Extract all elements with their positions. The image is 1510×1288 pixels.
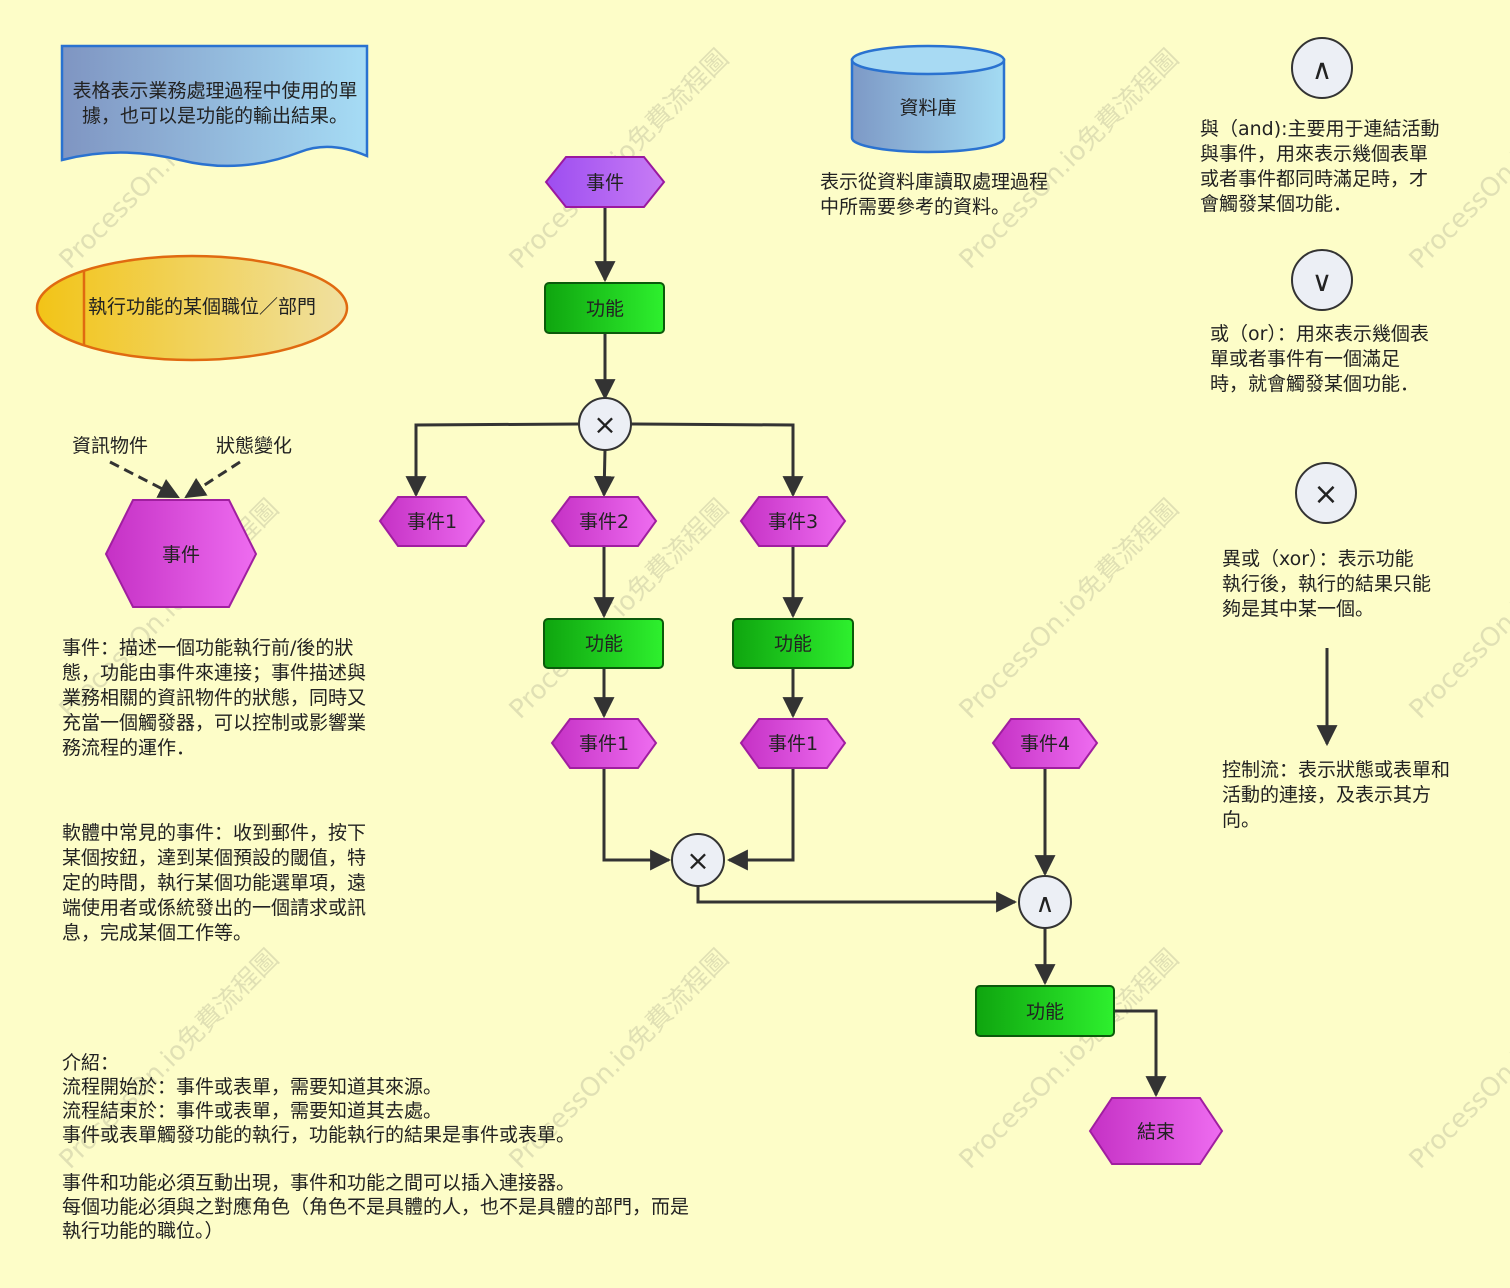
state-change-dashed-arrow — [184, 460, 241, 499]
flow-connections — [405, 208, 1167, 1098]
function-1-label: 功能 — [586, 298, 624, 320]
xor-split-symbol: × — [593, 408, 616, 441]
info-object-dashed-arrow — [109, 460, 180, 499]
event-1-label: 事件1 — [407, 511, 457, 533]
event-3-result-label: 事件1 — [768, 733, 818, 755]
xor-symbol: × — [1313, 477, 1338, 512]
event-4-label: 事件4 — [1020, 733, 1070, 755]
intro-line: 事件或表單觸發功能的執行，功能執行的結果是事件或表單。 — [62, 1124, 576, 1146]
intro-block: 介紹： 流程開始於：事件或表單，需要知道其來源。 流程結束於：事件或表單，需要知… — [62, 1051, 742, 1243]
intro-line: 事件和功能必須互動出現，事件和功能之間可以插入連接器。 — [62, 1172, 576, 1194]
xor-description: 異或（xor）：表示功能執行後，執行的結果只能夠是其中某一個。 — [1222, 548, 1432, 620]
database-description: 表示從資料庫讀取處理過程中所需要參考的資料。 — [820, 171, 1049, 218]
legend-and-connector[interactable]: ∧ — [1291, 37, 1353, 99]
intro-line: 每個功能必須與之對應角色（角色不是具體的人，也不是具體的部門，而是 — [62, 1196, 690, 1218]
xor-join-connector[interactable]: × — [671, 833, 725, 887]
info-object-label: 資訊物件 — [72, 435, 149, 457]
database-label: 資料庫 — [899, 97, 956, 119]
or-description: 或（or）：用來表示幾個表單或者事件有一個滿足時，就會觸發某個功能． — [1210, 323, 1429, 395]
intro-line — [62, 1147, 742, 1171]
and-description: 與（and):主要用于連結活動與事件，用來表示幾個表單或者事件都同時滿足時，才會… — [1200, 118, 1440, 215]
software-events-description: 軟體中常見的事件：收到郵件，按下某個按鈕，達到某個預設的閾值，特定的時間，執行某… — [62, 822, 367, 944]
xor-join-symbol: × — [686, 844, 709, 877]
legend-event-shape[interactable]: 事件 — [104, 499, 258, 608]
and-join-symbol: ∧ — [1035, 889, 1054, 919]
function-4[interactable]: 功能 — [975, 985, 1115, 1037]
start-event[interactable]: 事件 — [544, 156, 666, 208]
event-3[interactable]: 事件3 — [739, 496, 847, 547]
and-symbol: ∧ — [1312, 53, 1333, 86]
watermark-text: ProcessOn.io免費流程圖 — [1404, 944, 1510, 1175]
event-3-label: 事件3 — [768, 511, 818, 533]
event-2-result[interactable]: 事件1 — [550, 718, 658, 769]
function-3-label: 功能 — [774, 633, 812, 655]
intro-line: 流程開始於：事件或表單，需要知道其來源。 — [62, 1076, 443, 1098]
event-3-result[interactable]: 事件1 — [739, 718, 847, 769]
legend-event-label: 事件 — [162, 544, 200, 566]
event-description: 事件：描述一個功能執行前/後的狀態，功能由事件來連接；事件描述與業務相關的資訊物… — [62, 637, 367, 759]
intro-line: 介紹： — [62, 1052, 120, 1074]
watermark-text: ProcessOn.io免費流程圖 — [954, 494, 1185, 725]
document-desc: 表格表示業務處理過程中使用的單據，也可以是功能的輸出結果。 — [72, 80, 358, 127]
function-1[interactable]: 功能 — [544, 282, 665, 334]
intro-line: 執行功能的職位。） — [62, 1220, 224, 1242]
function-2-label: 功能 — [585, 633, 623, 655]
event-2-label: 事件2 — [579, 511, 629, 533]
and-join-connector[interactable]: ∧ — [1018, 875, 1072, 929]
intro-line: 流程結束於：事件或表單，需要知道其去處。 — [62, 1100, 443, 1122]
end-event-label: 結束 — [1137, 1121, 1175, 1143]
function-4-label: 功能 — [1026, 1001, 1064, 1023]
legend-or-connector[interactable]: ∨ — [1291, 249, 1353, 311]
event-1[interactable]: 事件1 — [378, 496, 486, 547]
xor-split-connector[interactable]: × — [578, 397, 632, 451]
legend-xor-connector[interactable]: × — [1295, 462, 1357, 524]
event-4[interactable]: 事件4 — [991, 718, 1099, 769]
event-2[interactable]: 事件2 — [550, 496, 658, 547]
function-2[interactable]: 功能 — [543, 618, 664, 669]
role-shape[interactable] — [35, 254, 349, 362]
or-symbol: ∨ — [1312, 265, 1333, 298]
start-event-label: 事件 — [586, 172, 624, 194]
state-change-label: 狀態變化 — [216, 435, 293, 457]
role-label: 執行功能的某個職位／部門 — [88, 296, 317, 318]
function-3[interactable]: 功能 — [732, 618, 854, 669]
end-event[interactable]: 結束 — [1088, 1097, 1224, 1165]
control-flow-description: 控制流：表示狀態或表單和活動的連接，及表示其方向。 — [1222, 759, 1451, 831]
document-shape[interactable] — [60, 44, 369, 168]
database-shape[interactable]: 資料庫 — [850, 44, 1006, 154]
event-2-result-label: 事件1 — [579, 733, 629, 755]
